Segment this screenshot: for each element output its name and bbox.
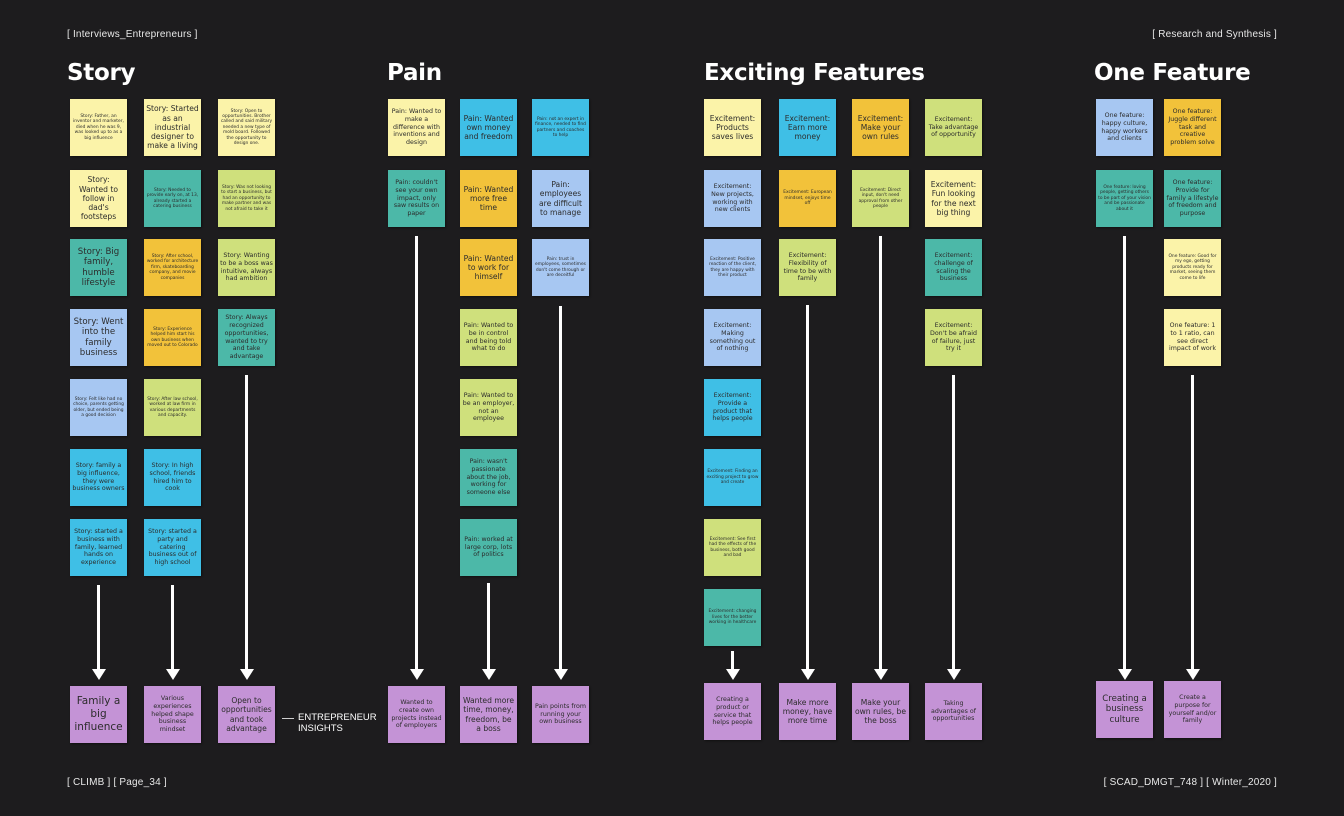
sticky-note: Excitement: challenge of scaling the bus…: [925, 239, 982, 296]
insights-label-text: ENTREPRENEUR INSIGHTS: [298, 712, 377, 735]
sticky-note: Story: Big family, humble lifestyle: [70, 239, 127, 296]
sticky-note: Excitement: Don't be afraid of failure, …: [925, 309, 982, 366]
sticky-note: Story: started a business with family, l…: [70, 519, 127, 576]
sticky-note: Excitement: Direct input, don't need app…: [852, 170, 909, 227]
sticky-note: Story: Went into the family business: [70, 309, 127, 366]
sticky-note: Pain: Wanted to work for himself: [460, 239, 517, 296]
sticky-note: Pain: wasn't passionate about the job, w…: [460, 449, 517, 506]
section-title-pain: Pain: [387, 60, 442, 86]
sticky-note: Excitement: Make your own rules: [852, 99, 909, 156]
insight-note: Create a purpose for yourself and/or fam…: [1164, 681, 1221, 738]
sticky-note: Story: After school, worked for architec…: [144, 239, 201, 296]
sticky-note: Excitement: See first had the effects of…: [704, 519, 761, 576]
sticky-note: Pain: Wanted to be an employer, not an e…: [460, 379, 517, 436]
sticky-note: Pain: Wanted to be in control and being …: [460, 309, 517, 366]
sticky-note: Pain: employees are difficult to manage: [532, 170, 589, 227]
sticky-note: Story: Experience helped him start his o…: [144, 309, 201, 366]
sticky-note: Excitement: Positive reaction of the cli…: [704, 239, 761, 296]
sticky-note: Story: Needed to provide early on, at 13…: [144, 170, 201, 227]
insight-note: Creating a business culture: [1096, 681, 1153, 738]
header-top-right: [ Research and Synthesis ]: [1152, 29, 1277, 40]
sticky-note: Pain: trust in employees, sometimes don'…: [532, 239, 589, 296]
sticky-note: Pain: couldn't see your own impact, only…: [388, 170, 445, 227]
section-title-one-feature: One Feature: [1094, 60, 1251, 86]
sticky-note: Story: Started as an industrial designer…: [144, 99, 201, 156]
sticky-note: Story: After law school, worked at law f…: [144, 379, 201, 436]
sticky-note: Story: Was not looking to start a busine…: [218, 170, 275, 227]
section-title-story: Story: [67, 60, 136, 86]
insight-note: Taking advantages of opportunities: [925, 683, 982, 740]
sticky-note: Pain: Wanted own money and freedom: [460, 99, 517, 156]
insight-note: Family a big influence: [70, 686, 127, 743]
sticky-note: Story: family a big influence, they were…: [70, 449, 127, 506]
sticky-note: Story: Father, an inventor and marketer,…: [70, 99, 127, 156]
sticky-note: Excitement: Flexibility of time to be wi…: [779, 239, 836, 296]
sticky-note: Excitement: Take advantage of opportunit…: [925, 99, 982, 156]
sticky-note: Pain: worked at large corp, lots of poli…: [460, 519, 517, 576]
sticky-note: Story: Open to opportunities. Brother ca…: [218, 99, 275, 156]
insight-note: Wanted more time, money, freedom, be a b…: [460, 686, 517, 743]
sticky-note: Story: Wanted to follow in dad's footste…: [70, 170, 127, 227]
sticky-note: Excitement: European mindset, enjoys tim…: [779, 170, 836, 227]
sticky-note: One feature: loving people, getting othe…: [1096, 170, 1153, 227]
sticky-note: Story: Wanting to be a boss was intuitiv…: [218, 239, 275, 296]
label-divider: [282, 718, 294, 719]
sticky-note: One feature: happy culture, happy worker…: [1096, 99, 1153, 156]
insight-note: Make your own rules, be the boss: [852, 683, 909, 740]
sticky-note: Excitement: Provide a product that helps…: [704, 379, 761, 436]
insight-note: Wanted to create own projects instead of…: [388, 686, 445, 743]
insight-note: Creating a product or service that helps…: [704, 683, 761, 740]
sticky-note: One feature: Juggle different task and c…: [1164, 99, 1221, 156]
sticky-note: One feature: 1 to 1 ratio, can see direc…: [1164, 309, 1221, 366]
sticky-note: Story: Felt like had no choice, parents …: [70, 379, 127, 436]
sticky-note: Pain: Wanted to make a difference with i…: [388, 99, 445, 156]
insight-note: Various experiences helped shape busines…: [144, 686, 201, 743]
footer-bottom-left: [ CLIMB ] [ Page_34 ]: [67, 777, 167, 788]
sticky-note: Excitement: Making something out of noth…: [704, 309, 761, 366]
insight-note: Pain points from running your own busine…: [532, 686, 589, 743]
sticky-note: One feature: Good for my ego, getting pr…: [1164, 239, 1221, 296]
footer-bottom-right: [ SCAD_DMGT_748 ] [ Winter_2020 ]: [1103, 777, 1277, 788]
sticky-note: Story: In high school, friends hired him…: [144, 449, 201, 506]
sticky-note: Excitement: New projects, working with n…: [704, 170, 761, 227]
sticky-note: Story: started a party and catering busi…: [144, 519, 201, 576]
sticky-note: One feature: Provide for family a lifest…: [1164, 170, 1221, 227]
sticky-note: Pain: not an expert in finance, needed t…: [532, 99, 589, 156]
sticky-note: Excitement: Earn more money: [779, 99, 836, 156]
sticky-note: Excitement: Fun looking for the next big…: [925, 170, 982, 227]
sticky-note: Pain: Wanted more free time: [460, 170, 517, 227]
header-top-left: [ Interviews_Entrepreneurs ]: [67, 29, 198, 40]
section-title-exciting-features: Exciting Features: [704, 60, 925, 86]
sticky-note: Excitement: changing lives for the bette…: [704, 589, 761, 646]
insight-note: Make more money, have more time: [779, 683, 836, 740]
insights-label: ENTREPRENEUR INSIGHTS: [282, 712, 380, 735]
sticky-note: Excitement: Products saves lives: [704, 99, 761, 156]
sticky-note: Story: Always recognized opportunities, …: [218, 309, 275, 366]
insight-note: Open to opportunities and took advantage: [218, 686, 275, 743]
sticky-note: Excitement: Finding an exciting project …: [704, 449, 761, 506]
